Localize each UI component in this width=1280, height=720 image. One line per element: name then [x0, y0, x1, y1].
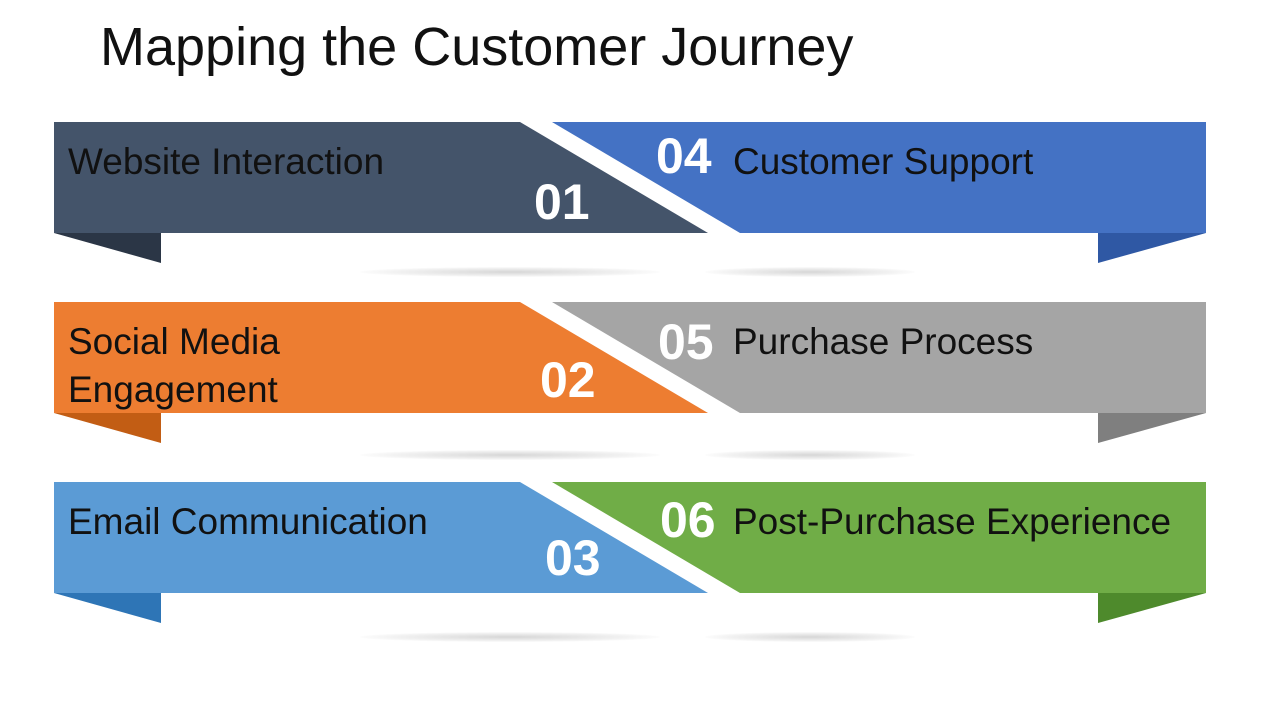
row-3-shadow-left — [360, 632, 660, 642]
journey-row-1: Website Interaction 01 04 Customer Suppo… — [0, 122, 1280, 282]
stage-04-label: Customer Support — [733, 141, 1034, 182]
stage-02-band — [54, 302, 708, 413]
stage-03-label: Email Communication — [68, 501, 428, 542]
row-2-banner-shapes — [54, 302, 1206, 443]
row-3-shadow-right — [705, 632, 915, 642]
page-title: Mapping the Customer Journey — [100, 17, 854, 77]
journey-row-3: Email Communication 03 06 Post-Purchase … — [0, 482, 1280, 642]
stage-03-fold — [54, 593, 161, 623]
stage-04-fold — [1098, 233, 1206, 263]
row-1-banner-shapes — [54, 122, 1206, 263]
stage-02-number: 02 — [540, 352, 596, 408]
stage-01-band — [54, 122, 708, 233]
stage-06-label: Post-Purchase Experience — [733, 501, 1172, 542]
row-2-shadow-right — [705, 450, 915, 460]
stage-01-number: 01 — [534, 174, 590, 230]
row-1-shadow-left — [360, 267, 660, 277]
stage-06-band — [552, 482, 1206, 593]
stage-05-number: 05 — [658, 314, 714, 370]
stage-03-number: 03 — [545, 530, 601, 586]
stage-06-fold — [1098, 593, 1206, 623]
stage-05-fold — [1098, 413, 1206, 443]
stage-02-fold — [54, 413, 161, 443]
stage-05-band — [552, 302, 1206, 413]
journey-row-2: Social Media Engagement 02 05 Purchase P… — [0, 302, 1280, 462]
row-2-shadow-left — [360, 450, 660, 460]
stage-01-label: Website Interaction — [68, 141, 385, 182]
stage-01-fold — [54, 233, 161, 263]
stage-03-band — [54, 482, 708, 593]
stage-06-number: 06 — [660, 492, 716, 548]
row-1-shadow-right — [705, 267, 915, 277]
stage-04-band — [552, 122, 1206, 233]
stage-05-label: Purchase Process — [733, 321, 1034, 362]
stage-02-label: Social Media Engagement — [68, 321, 280, 410]
row-3-banner-shapes — [54, 482, 1206, 623]
stage-04-number: 04 — [656, 128, 712, 184]
